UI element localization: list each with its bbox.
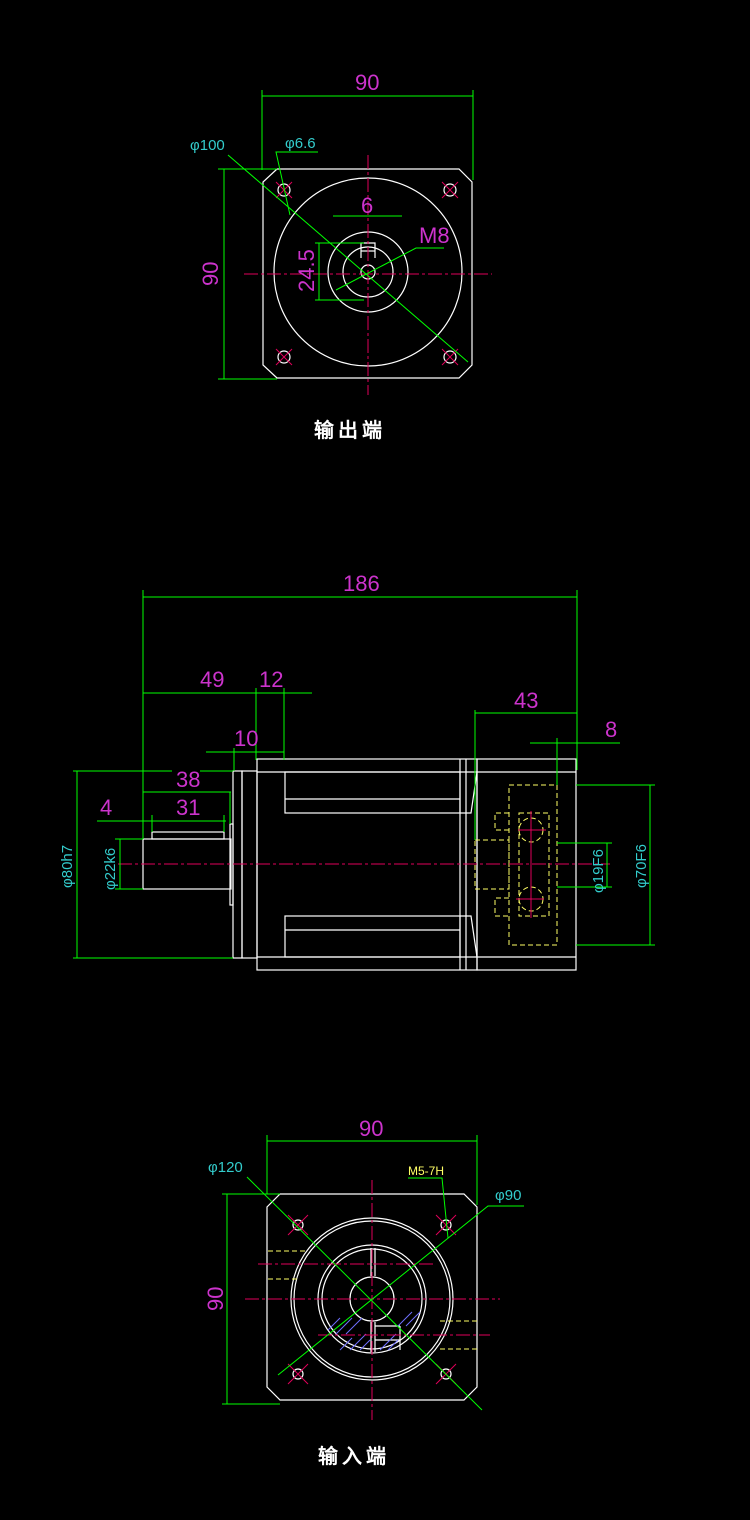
output-thread-label: M8 <box>419 223 450 248</box>
dim-38-label: 38 <box>176 767 200 792</box>
input-bolt-holes <box>287 1214 457 1385</box>
input-bolt-circle-leader <box>277 1205 524 1376</box>
input-bolt-circle-label: φ90 <box>495 1187 521 1204</box>
input-housing <box>476 758 577 971</box>
input-height-label: 90 <box>203 1287 228 1311</box>
dim-10-label: 10 <box>234 726 258 751</box>
input-flange-outline <box>266 1193 478 1401</box>
output-hole-leader <box>275 151 318 216</box>
output-end-view: 90 90 φ100 φ6.6 6 24.5 M8 输出端 <box>190 70 492 442</box>
output-width-label: 90 <box>355 70 379 95</box>
output-hole-label: φ6.6 <box>285 135 316 152</box>
output-height-label: 90 <box>198 262 223 286</box>
dim-31-label: 31 <box>176 795 200 820</box>
dim-43-label: 43 <box>514 688 538 713</box>
input-section-hatch <box>327 1311 421 1351</box>
input-bore-label: φ19F6 <box>590 849 607 893</box>
dim-49-label: 49 <box>200 667 224 692</box>
input-end-view: 90 90 φ120 φ90 M5-7H 输入端 <box>203 1116 524 1468</box>
output-bolt-circle-label: φ100 <box>190 137 225 154</box>
output-key-width-label: 6 <box>361 193 373 218</box>
output-flange-outline <box>262 168 473 379</box>
input-end-caption: 输入端 <box>318 1444 390 1468</box>
shaft-key <box>151 831 225 840</box>
input-hidden-lines <box>474 784 558 946</box>
input-outer-circle-leader <box>246 1176 483 1411</box>
input-width-label: 90 <box>359 1116 383 1141</box>
output-shaft-height-label: 24.5 <box>294 249 319 292</box>
output-bolt-circle-leader <box>227 154 469 363</box>
output-end-caption: 输出端 <box>314 418 386 442</box>
input-thread-label: M5-7H <box>408 1164 444 1178</box>
dim-8-label: 8 <box>605 717 617 742</box>
side-view: 186 49 12 10 38 31 4 43 8 φ80h7 φ22k6 φ1… <box>59 571 655 971</box>
overall-length-label: 186 <box>343 571 380 596</box>
input-pilot-label: φ70F6 <box>633 844 650 888</box>
dim-4-label: 4 <box>100 795 112 820</box>
output-thread-leader <box>335 247 444 291</box>
dim-12-label: 12 <box>259 667 283 692</box>
pilot-diameter-label: φ80h7 <box>59 845 76 888</box>
input-thread-leader <box>408 1177 449 1239</box>
input-outer-circle-label: φ120 <box>208 1159 243 1176</box>
shaft-diameter-label: φ22k6 <box>102 848 119 890</box>
